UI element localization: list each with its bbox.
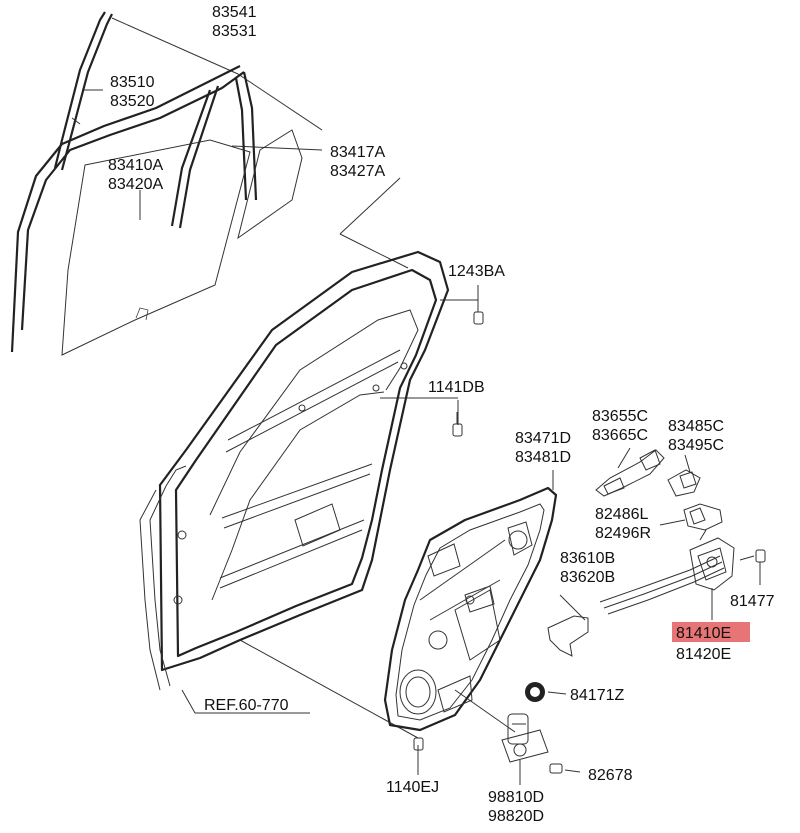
grommet-icon — [525, 682, 545, 702]
label-1141db: 1141DB — [428, 379, 485, 396]
label-83417a: 83417A — [330, 144, 385, 161]
lock-rod — [667, 469, 701, 497]
inside-handle — [595, 449, 665, 497]
label-1140ej: 1140EJ — [386, 779, 439, 796]
bolt-1140ej-icon — [413, 737, 424, 751]
label-83541: 83541 — [212, 4, 257, 21]
label-83420a: 83420A — [108, 176, 163, 193]
label-83510: 83510 — [110, 74, 155, 91]
label-81420e: 81420E — [676, 646, 731, 663]
label-98820d: 98820D — [488, 808, 544, 825]
label-83610b: 83610B — [560, 550, 615, 567]
regulator-motor — [501, 713, 549, 763]
label-84171z: 84171Z — [570, 687, 624, 704]
label-83665c: 83665C — [592, 427, 648, 444]
door-actuator — [683, 503, 723, 531]
cable-bracket — [547, 615, 589, 657]
label-82496r: 82496R — [595, 525, 651, 542]
window-run-channel — [10, 11, 258, 353]
label-83481d: 83481D — [515, 449, 571, 466]
leader-lines — [82, 17, 761, 785]
label-82678: 82678 — [588, 767, 633, 784]
label-83655c: 83655C — [592, 408, 648, 425]
label-81477: 81477 — [730, 593, 775, 610]
label-83427a: 83427A — [330, 163, 385, 180]
label-82486l: 82486L — [595, 506, 648, 523]
label-83485c: 83485C — [668, 418, 724, 435]
door-module-panel — [383, 486, 558, 732]
label-83620b: 83620B — [560, 569, 615, 586]
door-glass — [61, 139, 251, 356]
door-shell — [139, 250, 450, 691]
quarter-glass — [237, 129, 303, 240]
label-83520: 83520 — [110, 93, 155, 110]
label-1243ba: 1243BA — [448, 263, 505, 280]
bolt-1141db-icon — [452, 412, 463, 437]
door-cables — [599, 555, 725, 615]
label-81410e: 81410E — [676, 625, 731, 642]
highlighted-part-marker — [672, 622, 750, 642]
bolt-82678-icon — [549, 763, 563, 774]
label-83471d: 83471D — [515, 430, 571, 447]
screw-81477-icon — [755, 549, 766, 563]
label-83495c: 83495C — [668, 437, 724, 454]
door-latch — [689, 529, 755, 591]
part-labels: 83541 83531 83510 83520 83410A 83420A 83… — [108, 4, 775, 825]
bolt-1243ba-icon — [473, 300, 484, 325]
label-83531: 83531 — [212, 23, 257, 40]
label-ref: REF.60-770 — [204, 697, 289, 714]
label-83410a: 83410A — [108, 157, 163, 174]
label-98810d: 98810D — [488, 789, 544, 806]
